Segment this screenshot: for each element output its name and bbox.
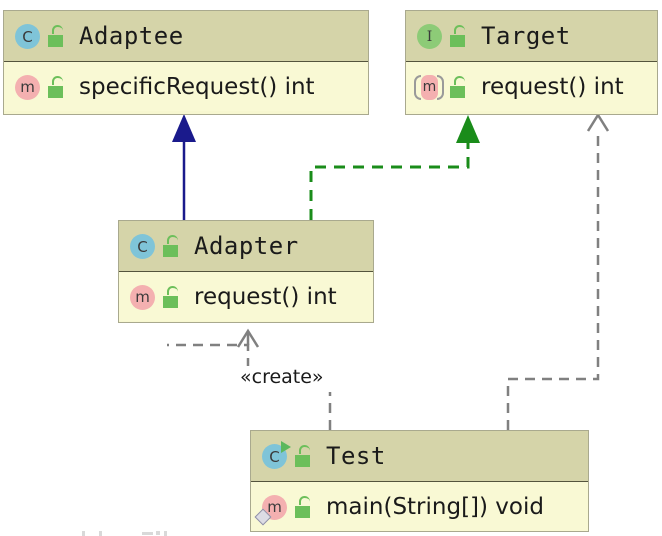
class-icon: C (128, 231, 158, 261)
class-box-adaptee[interactable]: C Adaptee m specificRequest() int (3, 10, 369, 115)
interface-icon: I (415, 21, 445, 51)
member-signature: specificRequest() int (79, 73, 315, 100)
unlocked-padlock-icon (161, 285, 181, 308)
member-row-target-0[interactable]: m request() int (406, 62, 657, 111)
method-icon: m (13, 72, 43, 102)
runnable-class-icon: C (260, 441, 291, 471)
unlocked-padlock-icon (293, 495, 313, 518)
class-name-adaptee: Adaptee (79, 22, 184, 50)
class-box-adapter[interactable]: C Adapter m request() int (118, 220, 374, 323)
clipped-mark (142, 532, 153, 535)
class-icon: C (13, 21, 43, 51)
class-header-test[interactable]: C Test (251, 431, 588, 482)
edge-adapter-to-target[interactable] (309, 115, 480, 220)
member-row-test-0[interactable]: m main(String[]) void (251, 482, 588, 531)
class-name-target: Target (481, 22, 571, 50)
clipped-mark (164, 531, 167, 536)
abstract-method-icon: m (414, 72, 445, 102)
member-signature: request() int (194, 283, 337, 310)
member-row-adapter-0[interactable]: m request() int (119, 272, 373, 321)
class-header-target[interactable]: I Target (406, 11, 657, 62)
member-signature: main(String[]) void (326, 493, 544, 520)
member-signature: request() int (481, 73, 624, 100)
class-name-test: Test (326, 442, 386, 470)
edge-label-create: «create» (238, 366, 326, 388)
class-name-adapter: Adapter (194, 232, 299, 260)
unlocked-padlock-icon (448, 25, 468, 47)
edge-test-to-target[interactable] (506, 112, 610, 430)
unlocked-padlock-icon (46, 75, 66, 98)
unlocked-padlock-icon (448, 75, 468, 98)
clipped-mark (99, 531, 102, 536)
member-row-adaptee-0[interactable]: m specificRequest() int (4, 62, 368, 111)
unlocked-padlock-icon (293, 445, 313, 467)
method-icon: m (128, 282, 158, 312)
class-box-test[interactable]: C Test m main(String[]) void (250, 430, 589, 532)
edge-adapter-to-adaptee[interactable] (172, 114, 196, 220)
clipped-mark (82, 531, 85, 536)
static-method-icon: m (254, 492, 290, 525)
unlocked-padlock-icon (46, 25, 66, 47)
unlocked-padlock-icon (161, 235, 181, 257)
class-box-target[interactable]: I Target m request() int (405, 10, 658, 115)
class-header-adaptee[interactable]: C Adaptee (4, 11, 368, 62)
run-arrow-icon (281, 441, 291, 453)
clipped-mark (156, 531, 160, 535)
class-header-adapter[interactable]: C Adapter (119, 221, 373, 272)
